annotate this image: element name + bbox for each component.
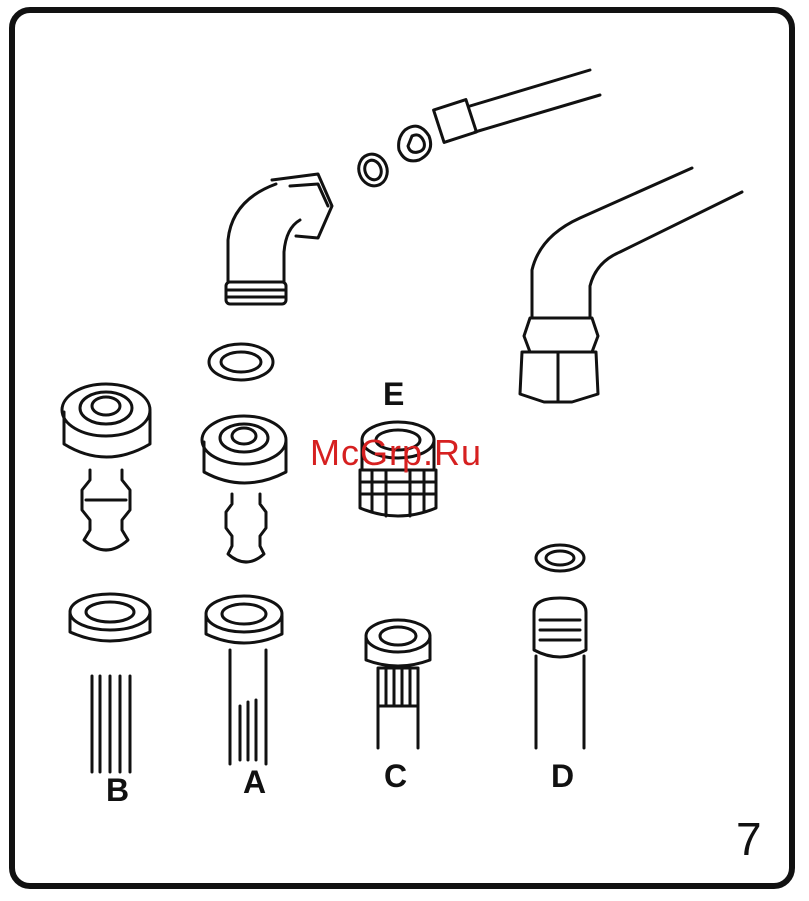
- fitting-b: [62, 384, 150, 550]
- figure-number: 7: [736, 812, 762, 866]
- tube-b: [92, 676, 130, 772]
- label-a: A: [243, 766, 266, 798]
- label-e: E: [383, 378, 404, 410]
- tube-a: [230, 650, 266, 764]
- washer-elbow: [209, 344, 273, 380]
- nut-a: [206, 596, 282, 643]
- part-c: [366, 620, 430, 748]
- label-c: C: [384, 760, 407, 792]
- elbow-fitting: [226, 174, 332, 304]
- right-bent-pipe: [520, 168, 742, 402]
- label-b: B: [106, 774, 129, 806]
- part-d: [534, 598, 586, 748]
- label-d: D: [551, 760, 574, 792]
- watermark: McGrp.Ru: [310, 432, 482, 474]
- top-pipe-assembly: [354, 70, 600, 190]
- fitting-a: [202, 416, 286, 562]
- washer-d: [536, 545, 584, 571]
- nut-b: [70, 594, 150, 641]
